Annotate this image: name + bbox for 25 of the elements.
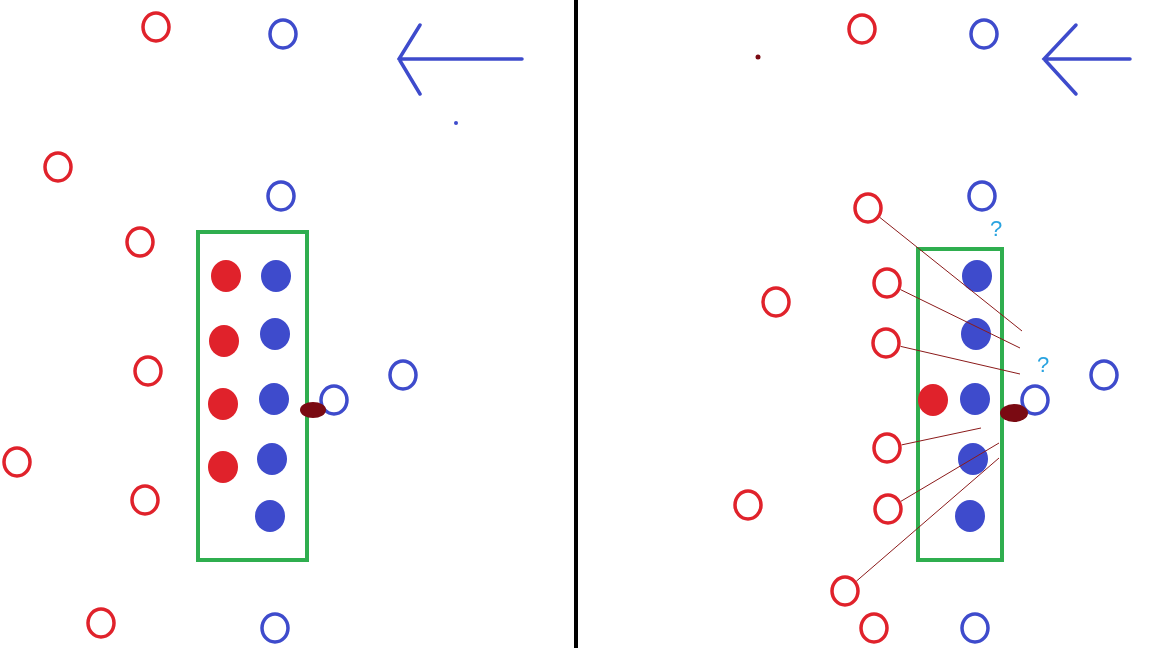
pass-line xyxy=(900,289,1021,349)
player-marker xyxy=(859,612,889,644)
player-marker xyxy=(830,575,860,607)
pass-line xyxy=(900,345,1021,375)
pass-line xyxy=(901,427,982,446)
player-marker xyxy=(86,607,116,639)
player-marker xyxy=(141,11,171,43)
pass-line xyxy=(855,457,1000,582)
player-marker xyxy=(133,355,163,387)
question-mark: ? xyxy=(990,218,1003,240)
pass-line xyxy=(900,442,1000,502)
player-marker xyxy=(872,432,902,464)
player-marker xyxy=(872,267,902,299)
player-marker xyxy=(871,327,901,359)
player-marker xyxy=(761,286,791,318)
player-marker xyxy=(853,192,883,224)
player-marker xyxy=(847,13,877,45)
question-mark: ? xyxy=(1037,354,1050,376)
player-marker xyxy=(43,151,73,183)
player-marker xyxy=(130,484,160,516)
player-marker xyxy=(873,493,903,525)
player-marker xyxy=(2,446,32,478)
pass-line xyxy=(879,216,1023,332)
player-marker xyxy=(733,489,763,521)
player-marker xyxy=(125,226,155,258)
